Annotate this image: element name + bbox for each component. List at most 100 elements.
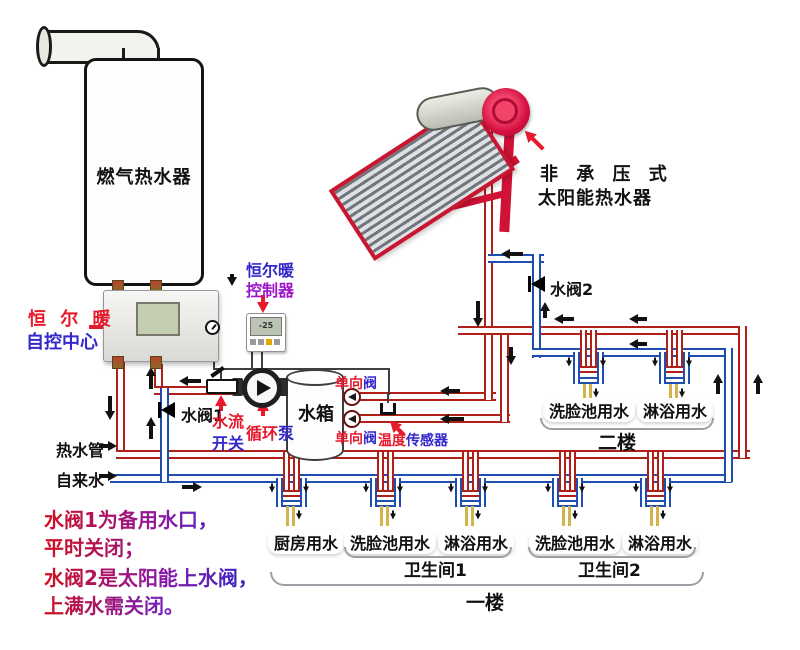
temp-sensor-pin [387,393,389,403]
hot-pipe-segment [590,330,597,372]
signal-wire [261,350,263,372]
bathroom2-label: 卫生间2 [578,561,641,581]
hot-pipe-segment [116,362,125,458]
solar-leg [499,127,515,233]
mixed-water-pipe [471,506,474,526]
check-valve-icon [343,410,361,428]
tap-label-1f-basin2: 洗脸池用水 [529,530,622,554]
cold-pipe-segment [532,348,732,357]
flow-arrow [292,510,306,520]
flow-arrow [538,302,552,318]
hot-pipe-segment [154,364,163,390]
flow-arrow [541,483,555,493]
pump-label: 循环泵 [246,420,294,444]
hot-pipe-segment [338,392,496,401]
temp-sensor-label: 温度传感器 [378,430,448,450]
cold-pipe-segment [724,348,733,482]
temp-sensor-label-p1: 温度 [378,433,406,449]
flow-arrow [629,312,647,326]
water-tank-label: 水箱 [298,404,334,425]
brace-floor1 [270,572,704,586]
hot-pipe-segment [377,490,394,497]
hot-pipe-segment [116,450,750,459]
cold-pipe-segment [455,478,462,507]
hot-pipe-segment [283,490,300,497]
hot-pipe-segment [647,452,654,496]
check-valve-icon [343,388,361,406]
hot-pipe-segment [462,452,469,496]
controller-buttons [250,339,280,345]
flow-arrow [103,396,117,420]
mixed-water-pipe [465,506,468,526]
pump-flange [277,378,288,396]
hot-pipe-segment [387,452,394,496]
cold-pipe-segment [370,478,377,507]
mixed-water-pipe [562,506,565,526]
flow-arrow [393,483,407,493]
flow-arrow [99,469,117,483]
tap-label-2f-shower: 淋浴用水 [637,398,714,422]
cold-pipe-segment [110,474,732,483]
solar-tank-cap [482,88,530,136]
flow-arrow [144,417,158,439]
signal-wire [220,368,222,380]
temp-sensor-label-p2: 传感器 [406,433,448,449]
hot-pipe-segment [676,330,683,372]
hot-pipe-segment [472,452,479,496]
mixed-water-pipe [380,506,383,526]
gas-water-heater [84,58,204,286]
cold-pipe-segment [573,352,580,384]
hot-pipe-segment [283,452,290,496]
flow-switch-label-line1: 水流 [212,412,245,431]
control-center-lcd [136,302,180,336]
gauge-icon [205,320,220,335]
hot-pipe-segment [666,330,673,372]
flow-arrow [629,337,647,351]
tap-label-1f-shower2: 淋浴用水 [622,530,699,554]
mixed-water-pipe [650,506,653,526]
flow-arrow [656,510,670,520]
flow-arrow [386,510,400,520]
controller-label-line1: 恒尔暖 [246,261,295,280]
note-line-1: 水阀1为备用水口， [44,504,218,533]
flow-arrow [589,388,603,398]
cold-pipe-segment [160,388,169,482]
cold-pipe-segment [659,377,689,384]
check-valve-top-label-p1: 单向 [335,376,363,392]
flow-arrow [182,480,202,494]
valve-icon-2 [528,276,546,292]
signal-wire [251,350,253,370]
hot-pipe-segment [666,366,683,373]
hot-pipe-segment [293,452,300,496]
solar-heater-label-line2: 太阳能热水器 [538,188,652,209]
flow-arrow [299,483,313,493]
control-center-label-line2: 自控中心 [26,332,98,353]
hot-pipe-segment [559,490,576,497]
note-line-4: 上满水需关闭。 [44,590,184,619]
check-valve-bottom-label: 单向阀 [335,428,377,448]
flow-arrow [265,483,279,493]
cold-pipe-segment [640,478,647,507]
temp-sensor-icon [380,403,396,415]
water-tank-top [286,369,344,386]
mixed-water-pipe [568,506,571,526]
solar-heater-label-line1: 非 承 压 式 [540,164,673,185]
mixed-water-pipe [675,384,678,402]
control-center-label-line1: 恒 尔 暖 [28,309,115,330]
hot-pipe-segment [657,452,664,496]
pump-label-part2: 泵 [278,424,295,443]
flow-arrow [648,357,662,367]
control-box-fitting [150,356,162,369]
hot-pipe-segment [559,452,566,496]
cold-pipe-segment [394,478,401,507]
tap-label-2f-basin: 洗脸池用水 [543,398,636,422]
mixed-water-pipe [656,506,659,526]
valve-icon-1 [158,402,176,418]
flow-switch-device [206,366,238,394]
mixed-water-pipe [286,506,289,526]
flow-arrow [751,374,765,394]
cold-pipe-segment [532,254,541,358]
hot-pipe-segment [738,326,747,458]
cold-pipe-segment [683,352,690,384]
hot-pipe-segment [462,490,479,497]
